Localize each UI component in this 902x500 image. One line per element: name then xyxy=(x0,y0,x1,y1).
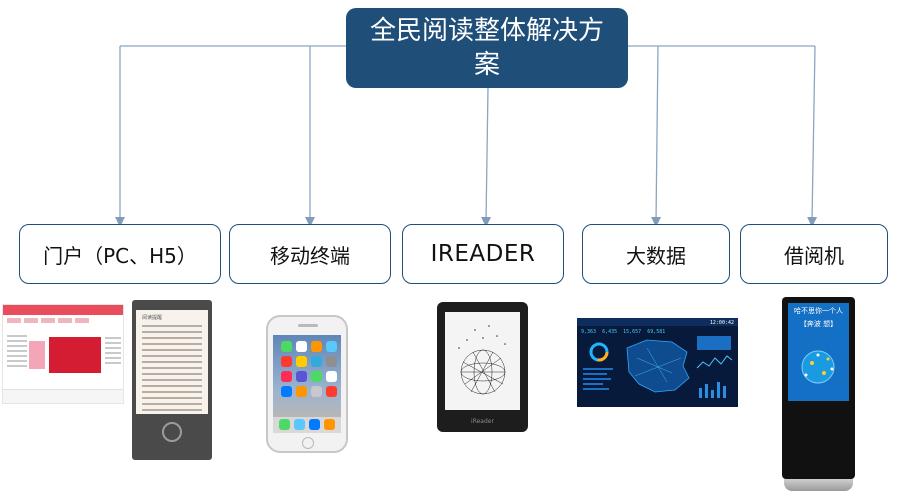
dashboard-stats: 9,363 6,435 15,657 69,581 xyxy=(581,329,666,335)
node-mobile-terminal: 移动终端 xyxy=(229,224,391,284)
ireader-logo: iReader xyxy=(471,418,494,425)
dashboard-clock: 12:00:42 xyxy=(709,320,734,326)
home-button-icon xyxy=(302,437,314,449)
root-title: 全民阅读整体解决方案 xyxy=(369,16,604,80)
ireader-device: iReader xyxy=(437,302,528,432)
node-big-data-label: 大数据 xyxy=(626,243,686,268)
node-big-data: 大数据 xyxy=(582,224,730,284)
kiosk-title: 哈不思你一个人 xyxy=(794,307,843,315)
connector-root-bar xyxy=(120,45,815,227)
node-mobile-terminal-label: 移动终端 xyxy=(270,243,350,268)
root-solution-box: 全民阅读整体解决方案 xyxy=(346,8,628,88)
node-ireader-label: IREADER xyxy=(430,241,536,267)
kiosk-illustration-icon xyxy=(801,350,835,384)
h5-section-title: 阅读提醒 xyxy=(142,315,163,321)
big-data-dashboard: 9,363 6,435 15,657 69,581 12:00:42 xyxy=(577,318,738,407)
node-kiosk-label: 借阅机 xyxy=(784,243,844,268)
portal-web-screenshot xyxy=(2,304,124,404)
kiosk-subtitle: 【奔波 想】 xyxy=(799,320,838,328)
node-portal-label: 门户（PC、H5） xyxy=(43,243,197,268)
network-sphere-icon xyxy=(458,325,506,395)
connector-branches xyxy=(115,45,818,227)
iphone-device xyxy=(266,315,348,453)
dashboard-map-icon xyxy=(583,336,733,398)
node-portal: 门户（PC、H5） xyxy=(19,224,221,284)
node-kiosk: 借阅机 xyxy=(740,224,888,284)
node-ireader: IREADER xyxy=(402,224,564,284)
kiosk-device: 哈不思你一个人 【奔波 想】 xyxy=(782,297,855,492)
h5-phone-screenshot: 阅读提醒 xyxy=(132,300,212,460)
play-icon xyxy=(162,422,182,442)
